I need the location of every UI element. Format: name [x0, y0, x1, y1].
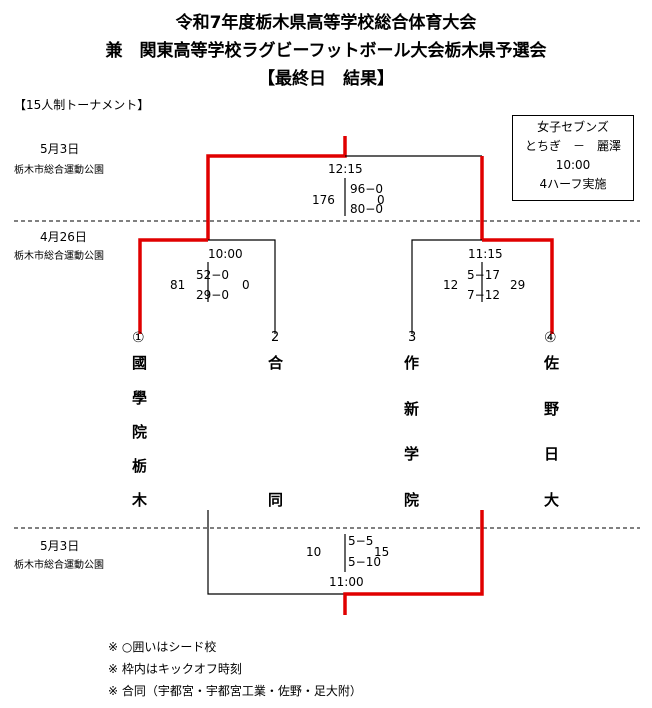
team-2-char: 同 [268, 491, 284, 509]
final-left-score: 176 [312, 193, 335, 207]
semi-left-time: 10:00 [208, 247, 243, 261]
semi-date: 4月26日 [40, 230, 87, 244]
team-3-char: 新 [404, 400, 420, 418]
third-winner-line [343, 510, 484, 615]
final-right-score: 0 [377, 193, 385, 207]
title-line-2: 兼 関東高等学校ラグビーフットボール大会栃木県予選会 [105, 41, 547, 61]
semi-left-half-1: 52−0 [196, 268, 229, 282]
final-half-2: 80−0 [350, 202, 383, 216]
team-4-char: 日 [544, 445, 560, 463]
semi-left-loser-line [208, 239, 276, 334]
team-3-char: 作 [404, 354, 420, 372]
semi-right-left-score: 12 [443, 278, 459, 292]
final-date: 5月3日 [40, 142, 80, 156]
team-3-seed: 3 [408, 330, 417, 345]
semi-left-half-2: 29−0 [196, 288, 229, 302]
semi-right-winner-line [482, 238, 554, 334]
third-time: 11:00 [329, 575, 364, 589]
women-box-format: 4ハーフ実施 [539, 177, 607, 191]
women-box-match: とちぎ － 麗澤 [524, 139, 621, 153]
semi-right-right-score: 29 [510, 278, 526, 292]
team-4-seed: ④ [544, 330, 557, 346]
final-time: 12:15 [328, 162, 363, 176]
third-half-1: 5−5 [348, 534, 374, 548]
third-left-score: 10 [306, 545, 322, 559]
title-line-1: 令和7年度栃木県高等学校総合体育大会 [175, 13, 477, 33]
title-line-3: 【最終日 結果】 [258, 69, 394, 89]
semi-left-winner-line [138, 238, 208, 334]
team-1-char: 院 [132, 423, 148, 441]
women-sevens-box: 女子セブンズ とちぎ － 麗澤 10:00 4ハーフ実施 [512, 115, 634, 201]
team-4-char: 佐 [544, 354, 560, 372]
third-right-score: 15 [374, 545, 390, 559]
semi-right-loser-line [411, 239, 482, 334]
team-2-char: 合 [268, 354, 284, 372]
women-box-time: 10:00 [555, 158, 591, 172]
team-2-seed: 2 [271, 330, 280, 345]
final-half-1: 96−0 [350, 182, 383, 196]
team-4-char: 大 [544, 491, 560, 509]
third-date: 5月3日 [40, 539, 80, 553]
semi-right-half-2: 7−12 [467, 288, 500, 302]
semi-venue: 栃木市総合運動公園 [14, 251, 104, 262]
team-1-char: 學 [132, 389, 148, 407]
final-venue: 栃木市総合運動公園 [14, 165, 104, 176]
semi-left-right-score: 0 [242, 278, 250, 292]
note-kickoff: ※ 枠内はキックオフ時刻 [108, 662, 242, 676]
note-combined: ※ 合同（宇都宮・宇都宮工業・佐野・足大附） [108, 684, 362, 698]
third-loser-line [207, 510, 345, 595]
semi-right-time: 11:15 [468, 247, 503, 261]
semi-left-left-score: 81 [170, 278, 186, 292]
note-seed: ※ ○囲いはシード校 [108, 640, 217, 654]
third-half-2: 5−10 [348, 555, 381, 569]
tournament-label: 【15人制トーナメント】 [14, 98, 150, 112]
team-1-char: 木 [132, 491, 148, 509]
team-3-char: 院 [404, 491, 420, 509]
semi-right-half-1: 5−17 [467, 268, 500, 282]
team-1-seed: ① [132, 330, 145, 346]
third-venue: 栃木市総合運動公園 [14, 560, 104, 571]
final-winner-line [206, 136, 347, 240]
team-3-char: 学 [404, 445, 420, 463]
team-4-char: 野 [544, 400, 560, 418]
team-1-char: 國 [132, 354, 148, 372]
team-1-char: 栃 [132, 457, 148, 475]
women-box-title: 女子セブンズ [537, 120, 609, 134]
